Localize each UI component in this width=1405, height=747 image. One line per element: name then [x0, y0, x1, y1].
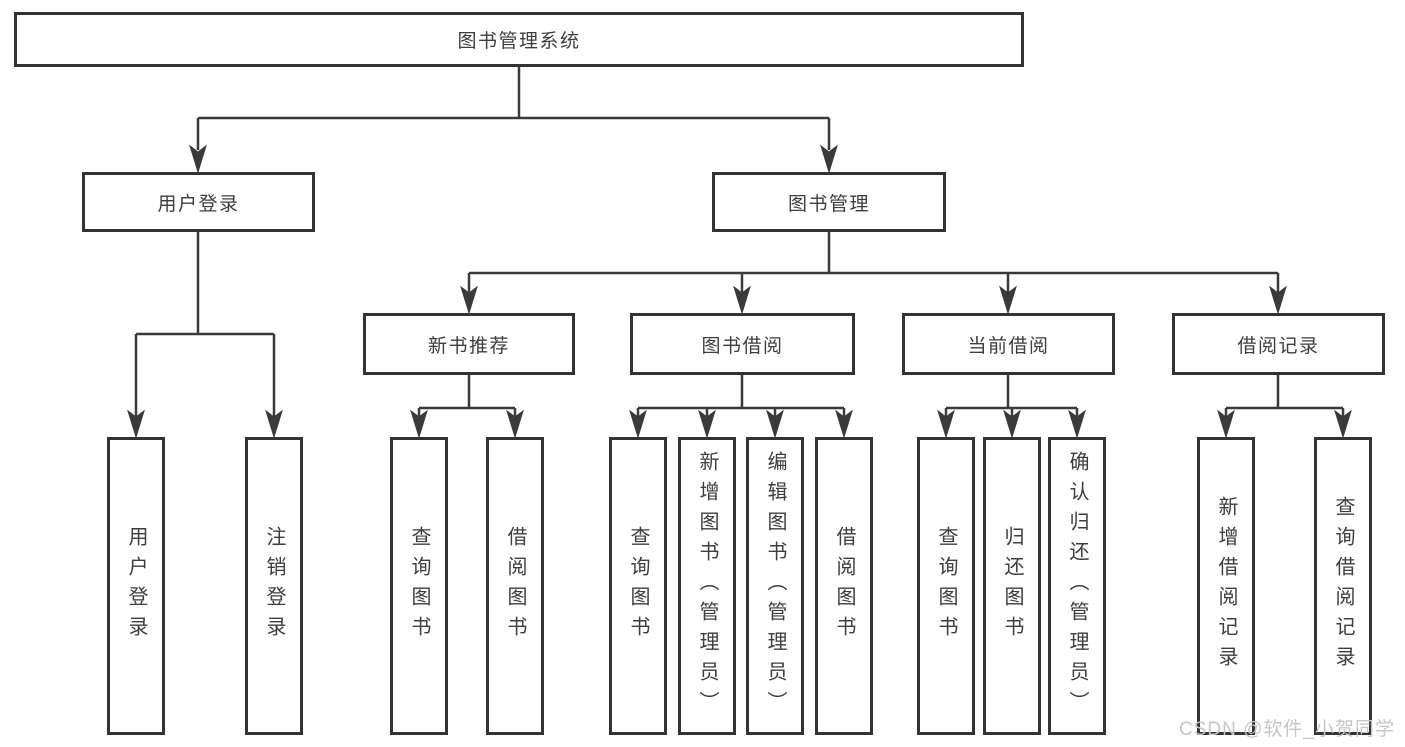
- leaf-logout: 注销登录: [245, 437, 303, 735]
- connector-user-login: [127, 232, 283, 439]
- node-book-borrowing: 图书借阅: [630, 313, 855, 375]
- connector-book-management: [460, 232, 1287, 315]
- node-borrowing-records: 借阅记录: [1172, 313, 1385, 375]
- leaf-bb-add-books-admin: 新增图书（管理员）: [678, 437, 736, 735]
- leaf-nb-query-books: 查询图书: [390, 437, 448, 735]
- connector-borrowing-records: [1217, 375, 1352, 439]
- leaf-br-add-borrow-record: 新增借阅记录: [1197, 437, 1255, 735]
- node-library-management-system: 图书管理系统: [14, 12, 1024, 67]
- leaf-cb-query-books: 查询图书: [917, 437, 975, 735]
- leaf-br-query-borrow-record: 查询借阅记录: [1314, 437, 1372, 735]
- node-book-management: 图书管理: [712, 172, 946, 232]
- node-new-book-recommendation: 新书推荐: [363, 313, 575, 375]
- leaf-bb-edit-books-admin: 编辑图书（管理员）: [746, 437, 804, 735]
- connector-current-borrowing: [937, 375, 1086, 439]
- leaf-cb-confirm-return-admin: 确认归还（管理员）: [1048, 437, 1106, 735]
- connector-root: [189, 66, 838, 174]
- leaf-bb-borrow-books: 借阅图书: [815, 437, 873, 735]
- leaf-bb-query-books: 查询图书: [609, 437, 667, 735]
- connector-book-borrowing: [629, 375, 853, 439]
- watermark: CSDN @软件_小贺同学: [1179, 719, 1395, 740]
- leaf-nb-borrow-books: 借阅图书: [486, 437, 544, 735]
- node-current-borrowing: 当前借阅: [902, 313, 1115, 375]
- leaf-user-login: 用户登录: [107, 437, 165, 735]
- connector-new-book-recommendation: [410, 375, 524, 439]
- leaf-cb-return-books: 归还图书: [983, 437, 1041, 735]
- node-user-login: 用户登录: [82, 172, 315, 232]
